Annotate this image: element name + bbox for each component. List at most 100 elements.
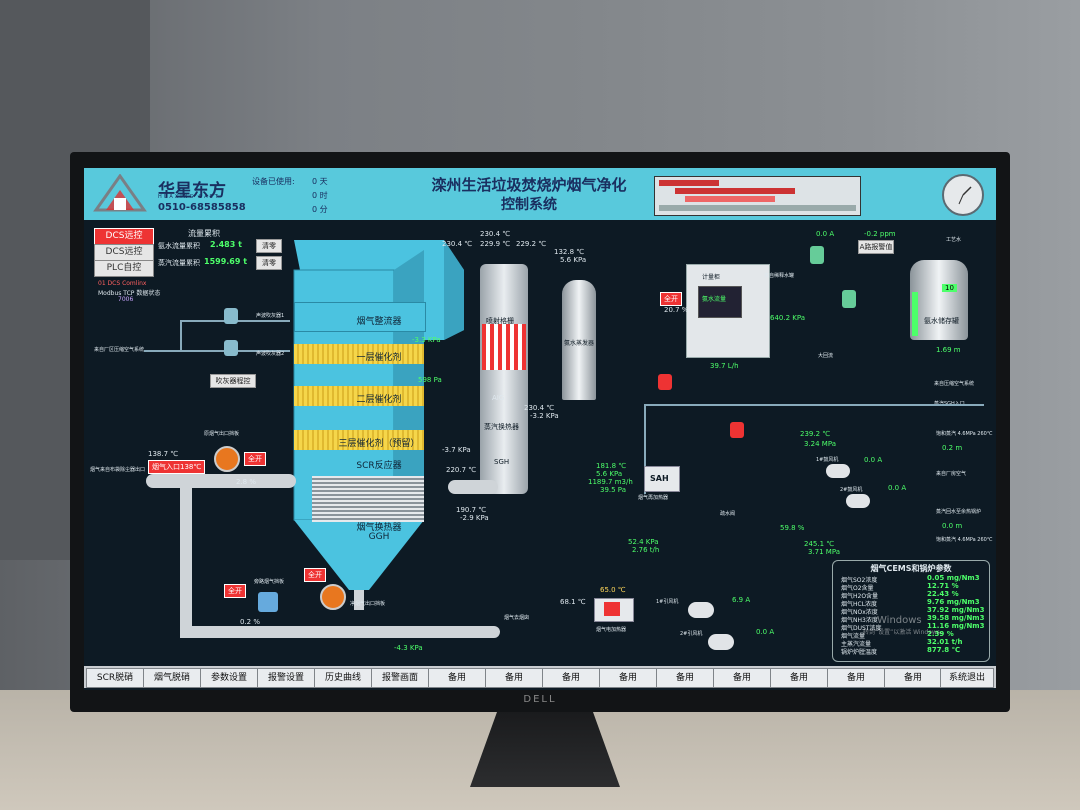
- cems-value: 11.16 mg/Nm3: [927, 622, 985, 630]
- fan2-current: 0.0 A: [888, 484, 907, 492]
- chimney-label: 烟气去烟囱: [504, 615, 530, 621]
- heater-label: 烟气电加热器: [596, 627, 627, 633]
- menu-spare-button[interactable]: 备用: [713, 668, 771, 688]
- dp-outlet: -3.7 KPa: [442, 446, 471, 454]
- cems-label: 烟气NH3浓度: [841, 617, 878, 624]
- drain-valve-pct: 59.8 %: [780, 524, 805, 532]
- mode-dcs-local-button[interactable]: DCS远控: [94, 228, 154, 245]
- heater-steam-flow: 2.76 t/h: [632, 546, 660, 554]
- cems-value: 9.76 mg/Nm3: [927, 598, 980, 606]
- fan2-label: 2#鼓风机: [840, 487, 863, 493]
- reflux-label: 大回流: [818, 353, 834, 359]
- damper-actuator-icon[interactable]: [214, 446, 240, 472]
- sah-unit: [644, 466, 680, 492]
- menu-spare-button[interactable]: 备用: [428, 668, 486, 688]
- cems-title: 烟气CEMS和锅炉参数: [870, 564, 952, 573]
- dp-layer1: -3.3 KPa: [412, 336, 441, 344]
- ammonia-total-reset-button[interactable]: 清零: [256, 239, 282, 253]
- steam-valve-icon[interactable]: [730, 422, 744, 438]
- menu-spare-button[interactable]: 备用: [827, 668, 885, 688]
- steam-total-reset-button[interactable]: 清零: [256, 256, 282, 270]
- cabinet-label: 计量柜: [702, 274, 721, 281]
- id-fan-2-current: 0.0 A: [756, 628, 775, 636]
- inlet-duct: [146, 474, 296, 488]
- aig-mid-pressure: -3.2 KPa: [530, 412, 559, 420]
- fan-icon[interactable]: [846, 494, 870, 508]
- fan1-label: 1#鼓风机: [816, 457, 839, 463]
- flow-totals-title: 流量累积: [188, 229, 220, 238]
- soot-program-button[interactable]: 吹灰器程控: [210, 374, 256, 388]
- outlet-damper-icon[interactable]: [320, 584, 346, 610]
- pump-icon[interactable]: [842, 290, 856, 308]
- fan-icon[interactable]: [826, 464, 850, 478]
- sah-dp: 39.5 Pa: [600, 486, 627, 494]
- aig-grid: [482, 324, 526, 370]
- brand-name: 华星东方: [158, 181, 226, 201]
- aig-temp-4: 230.4 ℃: [442, 240, 473, 248]
- cems-label: 烟气HCL浓度: [841, 601, 878, 608]
- mode-plc-button[interactable]: PLC自控: [94, 260, 154, 277]
- menu-spare-button[interactable]: 备用: [542, 668, 600, 688]
- bypass-duct: [180, 488, 192, 638]
- sah-temp: 181.8 ℃: [596, 462, 627, 470]
- menu-alarm-screen-button[interactable]: 报警画面: [371, 668, 429, 688]
- menu-spare-button[interactable]: 备用: [599, 668, 657, 688]
- scada-screen: 华星东方 HUAXING EAST 0510-68585858 设备已使用: 0…: [84, 168, 996, 690]
- menu-exit-button[interactable]: 系统退出: [940, 668, 994, 688]
- valve-icon[interactable]: [224, 340, 238, 356]
- windows-watermark: Windows: [877, 615, 922, 626]
- evaporator-temp: 132.8 ℃: [554, 248, 585, 256]
- clock-icon: [942, 174, 984, 216]
- menu-spare-button[interactable]: 备用: [884, 668, 942, 688]
- inlet-pct: 2.8 %: [236, 478, 257, 486]
- catalyst-layer-2-label: 二层催化剂: [356, 395, 402, 405]
- menu-params-button[interactable]: 参数设置: [200, 668, 258, 688]
- air-in-label: 来自厂房空气: [936, 471, 967, 477]
- alarm-row: [659, 205, 856, 211]
- brand-subtitle: HUAXING EAST: [158, 194, 220, 200]
- bypass-damper-icon[interactable]: [258, 592, 278, 612]
- header-bar: 华星东方 HUAXING EAST 0510-68585858 设备已使用: 0…: [84, 168, 996, 220]
- menu-denitration-button[interactable]: 烟气脱硝: [143, 668, 201, 688]
- monitor-stand: [470, 712, 620, 787]
- air-source-label: 来自厂区压缩空气系统: [94, 347, 145, 353]
- menu-spare-button[interactable]: 备用: [485, 668, 543, 688]
- uptime-minutes: 0 分: [312, 205, 328, 214]
- alarm-row: [685, 196, 775, 202]
- control-valve-icon[interactable]: [658, 374, 672, 390]
- pump-icon[interactable]: [810, 246, 824, 264]
- aig-sgh-column: [480, 264, 528, 494]
- id-fan-2-icon[interactable]: [708, 634, 734, 650]
- cems-value: 877.8 ℃: [927, 646, 961, 654]
- brand-phone: 0510-68585858: [158, 202, 246, 213]
- page-subtitle: 控制系统: [501, 197, 557, 213]
- menu-history-button[interactable]: 历史曲线: [314, 668, 372, 688]
- air-pipe: [180, 320, 182, 350]
- aig-label: AIG: [492, 394, 505, 402]
- ppm-alarm-button[interactable]: A路报警值: [858, 240, 894, 254]
- cems-value: 2.39 %: [927, 630, 954, 638]
- sgh-outlet-duct: [448, 480, 498, 494]
- process-water-label: 工艺水: [946, 237, 962, 243]
- steam-out-temp: 245.1 ℃: [804, 540, 835, 548]
- menu-spare-button[interactable]: 备用: [656, 668, 714, 688]
- menu-spare-button[interactable]: 备用: [770, 668, 828, 688]
- sgh-out-pressure: -2.9 KPa: [460, 514, 489, 522]
- steam-level: 0.2 m: [942, 444, 963, 452]
- mode-dcs-remote-button[interactable]: DCS远控: [94, 244, 154, 261]
- valve-icon[interactable]: [224, 308, 238, 324]
- pump-current: 0.0 A: [816, 230, 835, 238]
- tank-level-bar: [912, 292, 918, 336]
- id-fan-2-label: 2#引风机: [680, 631, 703, 637]
- menu-alarm-settings-button[interactable]: 报警设置: [257, 668, 315, 688]
- alarm-panel[interactable]: [654, 176, 861, 216]
- id-fan-1-icon[interactable]: [688, 602, 714, 618]
- menu-scr-button[interactable]: SCR脱硝: [86, 668, 144, 688]
- catalyst-layer-3-label: 三层催化剂（预留）: [338, 439, 420, 449]
- sgh-label: SGH: [494, 458, 510, 466]
- compressed-air-label: 来自压缩空气系统: [934, 381, 975, 387]
- flowmeter-display: [698, 286, 742, 318]
- cems-label: 烟气流量: [841, 633, 866, 640]
- steam-total-label: 蒸汽流量累积: [158, 259, 200, 267]
